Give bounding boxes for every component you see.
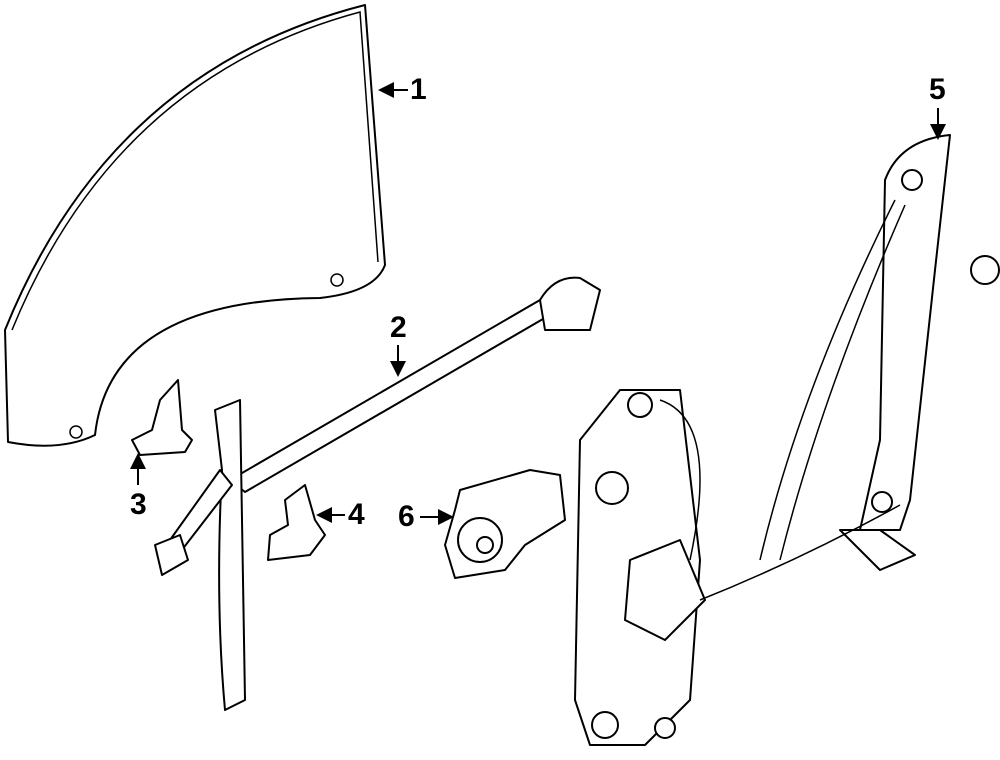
callout-3: 3 (130, 488, 147, 521)
callout-1: 1 (410, 73, 427, 106)
callout-2: 2 (390, 311, 407, 344)
callout-5: 5 (929, 73, 946, 106)
glass-run-channel[interactable] (154, 276, 601, 711)
glass-bracket-front[interactable] (131, 379, 193, 456)
window-motor[interactable] (444, 469, 566, 579)
window-regulator-rear[interactable] (574, 134, 1000, 746)
glass-bracket-rear[interactable] (267, 484, 326, 561)
callout-4: 4 (348, 498, 365, 531)
callout-6: 6 (398, 500, 415, 533)
door-glass[interactable] (4, 4, 386, 447)
